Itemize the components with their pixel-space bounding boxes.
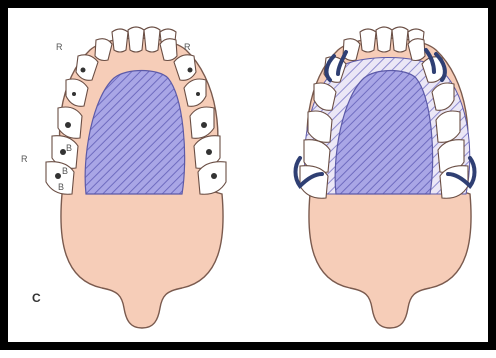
tooth	[112, 29, 128, 52]
tooth-mark-label: B	[66, 144, 72, 153]
panel-label: C	[32, 292, 41, 304]
tooth	[392, 27, 408, 52]
tooth-mark-label: B	[62, 167, 68, 176]
tooth-mark-label: B	[58, 183, 64, 192]
figure-frame: R R R B B B C	[0, 0, 496, 350]
tooth	[128, 27, 144, 52]
tooth	[360, 29, 376, 52]
tooth	[144, 27, 160, 52]
tooth	[376, 27, 392, 52]
left-arch	[46, 27, 226, 328]
dental-diagram	[8, 8, 496, 358]
tooth-mark-label: R	[184, 43, 191, 52]
right-arch	[296, 27, 475, 328]
tooth-mark-label: R	[21, 155, 28, 164]
tooth-mark-label: R	[56, 43, 63, 52]
